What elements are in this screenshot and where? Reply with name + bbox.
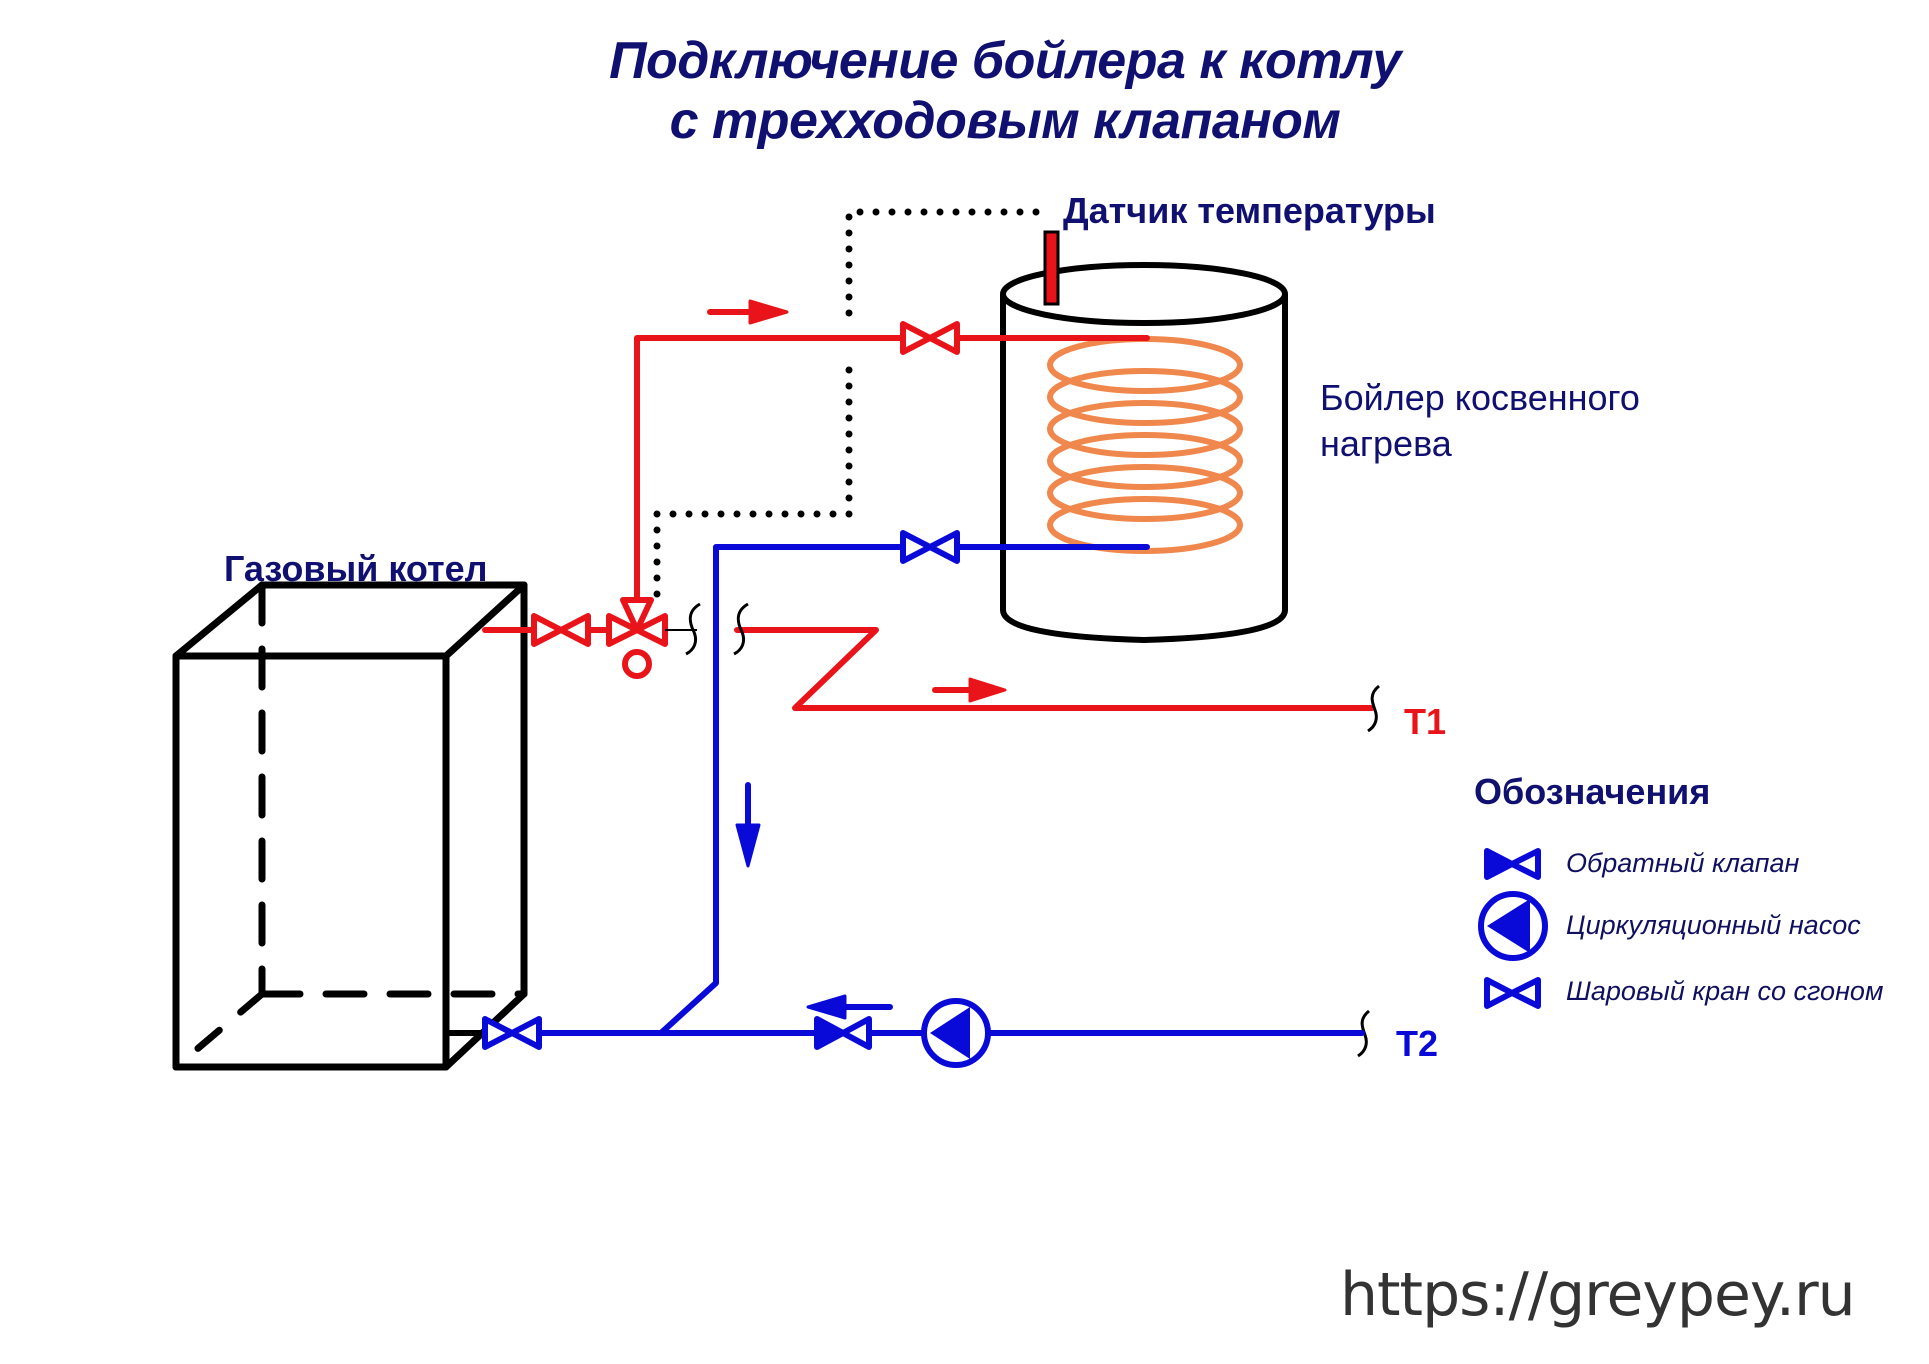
ball-valve-icon	[1484, 977, 1541, 1009]
indirect-boiler-tank	[1000, 262, 1288, 644]
legend-item-ball-valve: Шаровый кран со сгоном	[1566, 976, 1884, 1006]
indirect-boiler-label-line2: нагрева	[1320, 423, 1452, 464]
ball-valve-return-tank	[900, 530, 960, 564]
t1-label: T1	[1404, 701, 1447, 742]
supply-pipe-to-tank	[634, 335, 1150, 601]
return-pipe-from-tank	[658, 544, 1150, 1036]
heat-exchanger-coil	[1047, 336, 1243, 554]
tank-body	[1000, 294, 1288, 644]
supply-flow-arrow-t1	[932, 677, 1007, 703]
ball-valve-return-boiler	[482, 1016, 542, 1050]
sensor-signal-line	[653, 208, 1040, 614]
legend-heading: Обозначения	[1474, 771, 1711, 812]
three-way-valve	[606, 597, 668, 679]
pipe-break-marks	[685, 602, 1381, 1058]
supply-flow-arrow-top	[707, 299, 789, 325]
diagram-title-line2: с трехходовым клапаном	[669, 92, 1341, 150]
circulation-pump	[921, 998, 991, 1068]
ball-valve-supply-tank	[900, 321, 960, 355]
boiler-top-edges	[172, 581, 528, 660]
temperature-sensor-label: Датчик температуры	[1063, 190, 1436, 231]
diagram-title-line1: Подключение бойлера к котлу	[609, 32, 1401, 90]
supply-pipe-to-t1	[734, 627, 1375, 711]
t2-label: T2	[1396, 1023, 1439, 1064]
gas-boiler-box	[172, 581, 528, 1071]
boiler-hidden-diagonal	[172, 990, 266, 1071]
temperature-sensor	[1043, 230, 1060, 306]
legend-item-circulation-pump: Циркуляционный насос	[1566, 910, 1861, 940]
watermark-url: https://greypey.ru	[1340, 1260, 1856, 1330]
check-valve-return	[814, 1016, 872, 1050]
legend-item-check-valve: Обратный клапан	[1566, 848, 1800, 878]
three-way-valve-actuator	[622, 649, 652, 679]
circulation-pump-icon	[1478, 891, 1548, 961]
boiler-front-face	[172, 652, 450, 1071]
return-flow-arrow-down	[735, 782, 761, 868]
check-valve-icon	[1484, 848, 1541, 880]
ball-valve-supply-boiler	[531, 613, 591, 647]
indirect-boiler-label-line1: Бойлер косвенного	[1320, 377, 1640, 418]
return-flow-arrow-left	[806, 994, 893, 1020]
gas-boiler-label: Газовый котел	[224, 548, 488, 589]
